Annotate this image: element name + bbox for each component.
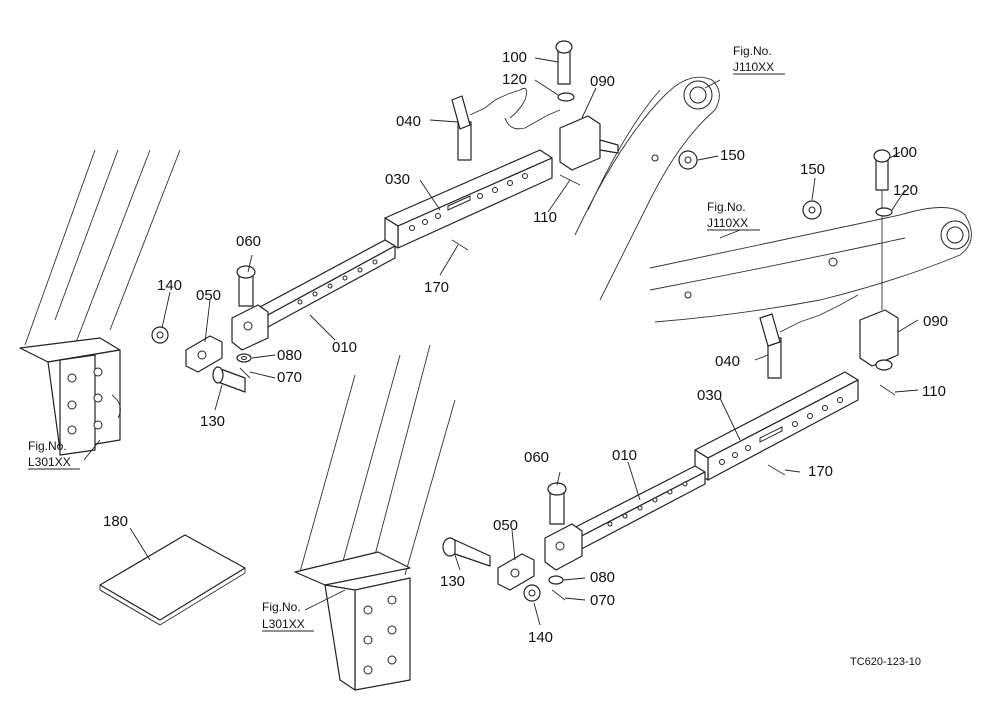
lift-arm-top — [574, 76, 720, 301]
label-080-bottom: 080 — [590, 569, 615, 586]
label-170-top: 170 — [424, 279, 449, 296]
label-010-top: 010 — [332, 339, 357, 356]
lift-arm-right — [649, 207, 972, 323]
frame-left — [19, 149, 181, 456]
label-140-bottom: 140 — [528, 629, 553, 646]
label-130-top: 130 — [200, 413, 225, 430]
label-100-top: 100 — [502, 49, 527, 66]
label-090-top: 090 — [590, 73, 615, 90]
label-110-top: 110 — [533, 209, 557, 226]
ref-j110-right-line2: J110XX — [707, 216, 748, 230]
top-stabilizer-assembly — [151, 40, 698, 393]
label-140-top: 140 — [157, 277, 182, 294]
label-070-top: 070 — [277, 369, 302, 386]
ref-l301-bottom-line1: Fig.No. — [262, 600, 301, 614]
label-090-right: 090 — [923, 313, 948, 330]
leader-lines — [83, 57, 919, 626]
label-040-bottom: 040 — [715, 353, 740, 370]
label-050-top: 050 — [196, 287, 221, 304]
label-030-bottom: 030 — [697, 387, 722, 404]
label-040-top: 040 — [396, 113, 421, 130]
drawing-number: TC620-123-10 — [850, 656, 921, 668]
part-labels: 100 120 090 040 150 030 110 170 060 140 … — [103, 49, 948, 646]
label-180: 180 — [103, 513, 128, 530]
ref-l301-bottom-line2: L301XX — [262, 617, 305, 631]
label-110-bottom: 110 — [922, 383, 946, 400]
ref-j110-top-line1: Fig.No. — [733, 44, 772, 58]
label-030-top: 030 — [385, 171, 410, 188]
label-060-bottom: 060 — [524, 449, 549, 466]
manual-180 — [99, 534, 246, 626]
label-100-right: 100 — [892, 144, 917, 161]
ref-l301-left-line1: Fig.No. — [28, 439, 67, 453]
label-170-bottom: 170 — [808, 463, 833, 480]
label-130-bottom: 130 — [440, 573, 465, 590]
ref-j110-top-line2: J110XX — [733, 60, 774, 74]
figure-references: Fig.No. J110XX Fig.No. J110XX Fig.No. L3… — [28, 44, 785, 632]
label-010-bottom: 010 — [612, 447, 637, 464]
label-070-bottom: 070 — [590, 592, 615, 609]
label-150-right: 150 — [800, 161, 825, 178]
label-060-top: 060 — [236, 233, 261, 250]
label-120-top: 120 — [502, 71, 527, 88]
ref-l301-left-line2: L301XX — [28, 455, 71, 469]
label-080-top: 080 — [277, 347, 302, 364]
frame-bottom — [294, 344, 456, 691]
ref-j110-right-line1: Fig.No. — [707, 200, 746, 214]
label-050-bottom: 050 — [493, 517, 518, 534]
bottom-stabilizer-assembly — [442, 149, 899, 602]
label-150-top: 150 — [720, 147, 745, 164]
label-120-right: 120 — [893, 182, 918, 199]
